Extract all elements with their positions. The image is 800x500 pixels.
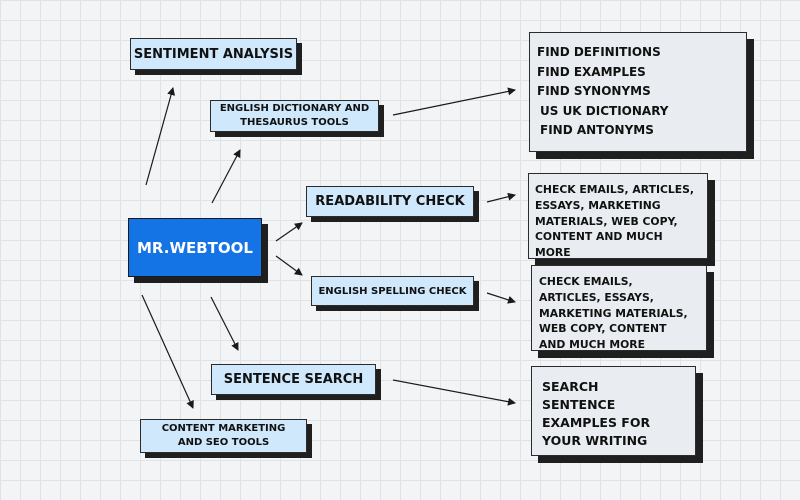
detail-line: FIND DEFINITIONS — [537, 45, 661, 59]
dictionary-details-box: FIND DEFINITIONS FIND EXAMPLES FIND SYNO… — [529, 32, 747, 152]
detail-line: ARTICLES, ESSAYS, — [539, 290, 654, 304]
readability-check-node: READABILITY CHECK — [306, 186, 474, 217]
arrow-root-to-spelling — [275, 255, 303, 276]
detail-line: CHECK EMAILS, ARTICLES, — [535, 183, 695, 196]
detail-line: MATERIALS, WEB COPY, — [535, 214, 678, 228]
detail-line: AND MUCH MORE — [539, 338, 645, 352]
readability-details-box: CHECK EMAILS, ARTICLES, ESSAYS, MARKETIN… — [528, 173, 708, 259]
arrow-readability-to-details — [486, 192, 516, 203]
detail-line: US UK DICTIONARY — [540, 103, 669, 118]
arrow-spelling-to-details — [486, 292, 516, 304]
arrow-root-to-sentiment — [145, 87, 175, 186]
arrow-dictionary-to-details — [392, 87, 516, 116]
detail-line: EXAMPLES FOR — [542, 415, 651, 430]
arrow-root-to-content — [141, 294, 194, 409]
detail-line: CHECK EMAILS, — [539, 275, 633, 288]
detail-line: MARKETING MATERIALS, — [539, 306, 688, 320]
detail-line: CONTENT AND MUCH — [535, 230, 663, 244]
detail-line: SEARCH — [542, 379, 599, 394]
detail-line: ESSAYS, MARKETING — [535, 198, 661, 212]
detail-line: YOUR WRITING — [542, 433, 648, 448]
spelling-check-node: ENGLISH SPELLING CHECK — [311, 276, 474, 306]
detail-line: FIND ANTONYMS — [540, 123, 654, 137]
spelling-details-box: CHECK EMAILS, ARTICLES, ESSAYS, MARKETIN… — [531, 265, 707, 351]
sentence-search-node: SENTENCE SEARCH — [211, 364, 376, 395]
detail-line: SENTENCE — [542, 397, 616, 412]
detail-line: FIND SYNONYMS — [537, 84, 651, 98]
arrow-root-to-dictionary — [211, 149, 241, 204]
dictionary-tools-node: ENGLISH DICTIONARY AND THESAURUS TOOLS — [210, 100, 379, 132]
content-marketing-label: CONTENT MARKETING AND SEO TOOLS — [161, 423, 286, 448]
detail-line: FIND EXAMPLES — [537, 64, 646, 79]
arrow-root-to-readability — [275, 222, 303, 242]
detail-line: MORE — [535, 246, 571, 260]
sentence-search-label: SENTENCE SEARCH — [223, 372, 364, 387]
arrow-root-to-sentence — [210, 296, 239, 351]
arrow-sentence-to-details — [392, 379, 516, 406]
root-node: MR.WEBTOOL — [128, 218, 262, 277]
root-label: MR.WEBTOOL — [137, 238, 253, 257]
sentence-details-box: SEARCH SENTENCE EXAMPLES FOR YOUR WRITIN… — [531, 366, 696, 456]
detail-line: WEB COPY, CONTENT — [539, 322, 667, 336]
sentiment-analysis-node: SENTIMENT ANALYSIS — [130, 38, 297, 70]
readability-check-label: READABILITY CHECK — [315, 194, 465, 209]
content-marketing-node: CONTENT MARKETING AND SEO TOOLS — [140, 419, 307, 453]
dictionary-tools-label: ENGLISH DICTIONARY AND THESAURUS TOOLS — [219, 103, 370, 128]
sentiment-analysis-label: SENTIMENT ANALYSIS — [133, 46, 294, 62]
spelling-check-label: ENGLISH SPELLING CHECK — [318, 285, 467, 297]
